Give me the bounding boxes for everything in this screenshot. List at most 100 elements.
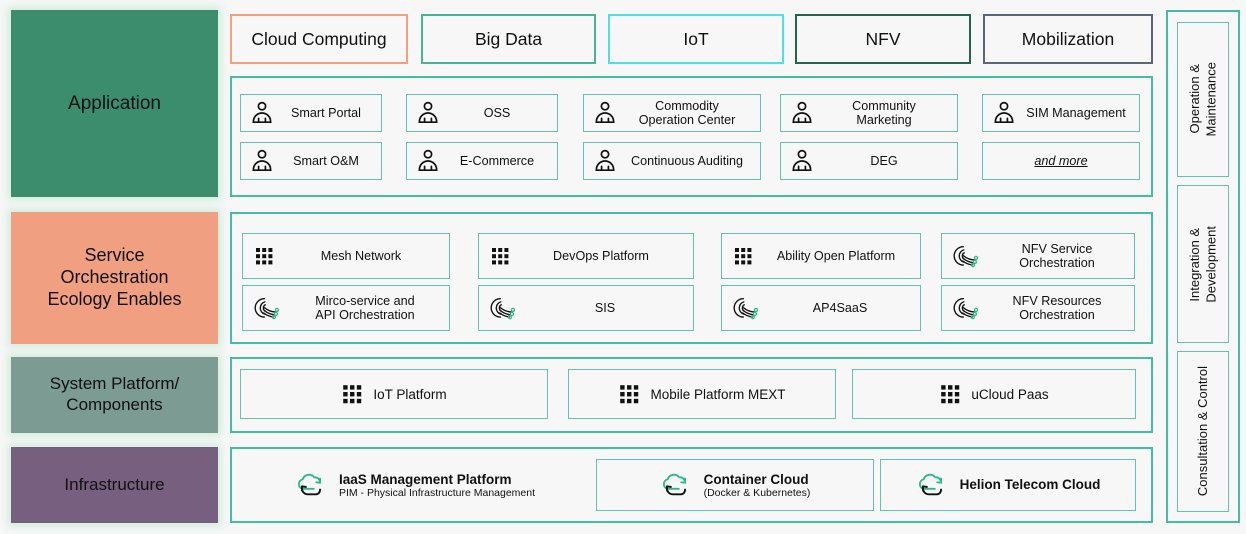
app-item-continuous-auditing[interactable]: Continuous Auditing [583, 142, 761, 180]
rail-item-label: Operation &Maintenance [1186, 62, 1218, 137]
app-item-label: Smart O&M [293, 153, 359, 168]
cloud-icon [295, 473, 327, 498]
app-item-label: and more [1034, 153, 1088, 168]
infra-item-text: Helion Telecom Cloud [960, 477, 1101, 492]
orchestration-icon [948, 296, 986, 320]
tab-nfv[interactable]: NFV [795, 14, 971, 64]
app-item-label: SIM Management [1026, 105, 1126, 120]
app-item-smart-o-m[interactable]: Smart O&M [240, 142, 382, 180]
person-icon [989, 100, 1019, 126]
infra-item-container-cloud[interactable]: Container Cloud(Docker & Kubernetes) [596, 459, 874, 511]
platform-item-inner: uCloud Paas [859, 383, 1129, 405]
grid-icon [728, 246, 758, 266]
layer-label-text: Infrastructure [64, 474, 165, 494]
cloud-icon [660, 473, 692, 498]
app-item-label: Smart Portal [291, 105, 361, 120]
orchestration-icon [948, 244, 986, 268]
service-item-devops-platform[interactable]: DevOps Platform [478, 233, 694, 279]
grid-icon [249, 246, 279, 266]
service-item-label: DevOps Platform [553, 248, 649, 263]
grid-icon [618, 383, 640, 405]
service-item-label: AP4SaaS [812, 300, 868, 315]
service-item-mesh-network[interactable]: Mesh Network [242, 233, 450, 279]
layer-label-text: Application [68, 92, 161, 114]
platform-item-iot-platform[interactable]: IoT Platform [240, 369, 548, 419]
service-item-label: Mesh Network [320, 248, 402, 263]
grid-icon [485, 246, 515, 266]
rail-item-consultation-control[interactable]: Consultation & Control [1177, 351, 1229, 512]
person-icon [413, 148, 443, 174]
app-item-and-more[interactable]: and more [982, 142, 1140, 180]
person-icon [787, 148, 817, 174]
grid-icon [939, 383, 961, 405]
rail-item-label: Consultation & Control [1194, 366, 1210, 497]
layer-label-system_platform: System Platform/Components [11, 357, 218, 433]
person-icon [787, 100, 817, 126]
app-item-sim-management[interactable]: SIM Management [982, 94, 1140, 132]
person-icon [413, 100, 443, 126]
layer-label-infrastructure: Infrastructure [11, 447, 218, 523]
person-icon [247, 100, 277, 126]
tab-mobilization[interactable]: Mobilization [983, 14, 1153, 64]
service-item-label: Ability Open Platform [776, 248, 896, 263]
platform-item-mobile-platform-mext[interactable]: Mobile Platform MEXT [568, 369, 836, 419]
infra-item-helion-telecom-cloud[interactable]: Helion Telecom Cloud [880, 459, 1136, 511]
platform-item-label: uCloud Paas [971, 386, 1049, 402]
service-item-ability-open-platform[interactable]: Ability Open Platform [721, 233, 921, 279]
platform-item-label: IoT Platform [373, 386, 447, 402]
app-item-label: Continuous Auditing [630, 153, 744, 168]
infra-item-label: Container Cloud [703, 471, 809, 487]
infra-item-inner: Container Cloud(Docker & Kubernetes) [603, 472, 867, 499]
platform-item-inner: Mobile Platform MEXT [575, 383, 829, 405]
orchestration-icon [485, 296, 523, 320]
tab-cloud-computing[interactable]: Cloud Computing [230, 14, 408, 64]
app-item-e-commerce[interactable]: E-Commerce [406, 142, 558, 180]
infra-item-inner: Helion Telecom Cloud [887, 473, 1129, 498]
grid-icon [341, 383, 363, 405]
rail-item-label: Integration &Development [1186, 225, 1218, 303]
orchestration-icon [249, 296, 287, 320]
person-icon [590, 148, 620, 174]
layer-label-application: Application [11, 10, 218, 197]
orchestration-icon [728, 296, 766, 320]
app-item-label: OSS [483, 105, 511, 120]
app-item-label: DEG [870, 153, 898, 168]
service-item-sis[interactable]: SIS [478, 285, 694, 331]
tab-iot[interactable]: IoT [608, 14, 784, 64]
person-icon [247, 148, 277, 174]
cloud-icon [916, 473, 948, 498]
infra-item-sublabel: (Docker & Kubernetes) [703, 486, 811, 499]
service-item-ap4saas[interactable]: AP4SaaS [721, 285, 921, 331]
app-item-smart-portal[interactable]: Smart Portal [240, 94, 382, 132]
app-item-oss[interactable]: OSS [406, 94, 558, 132]
app-item-label: E-Commerce [459, 153, 535, 168]
person-icon [590, 100, 620, 126]
infra-item-sublabel: PIM - Physical Infrastructure Management [338, 486, 536, 499]
tab-big-data[interactable]: Big Data [421, 14, 596, 64]
infra-item-label: Helion Telecom Cloud [959, 477, 1101, 493]
layer-label-text: System Platform/Components [49, 374, 180, 414]
rail-item-integration-[interactable]: Integration &Development [1177, 185, 1229, 343]
platform-item-ucloud-paas[interactable]: uCloud Paas [852, 369, 1136, 419]
infra-item-text: Container Cloud(Docker & Kubernetes) [704, 472, 811, 499]
platform-item-label: Mobile Platform MEXT [650, 386, 786, 402]
infra-item-label: IaaS Management Platform [338, 471, 512, 487]
rail-item-operation-[interactable]: Operation &Maintenance [1177, 22, 1229, 177]
app-item-deg[interactable]: DEG [780, 142, 958, 180]
